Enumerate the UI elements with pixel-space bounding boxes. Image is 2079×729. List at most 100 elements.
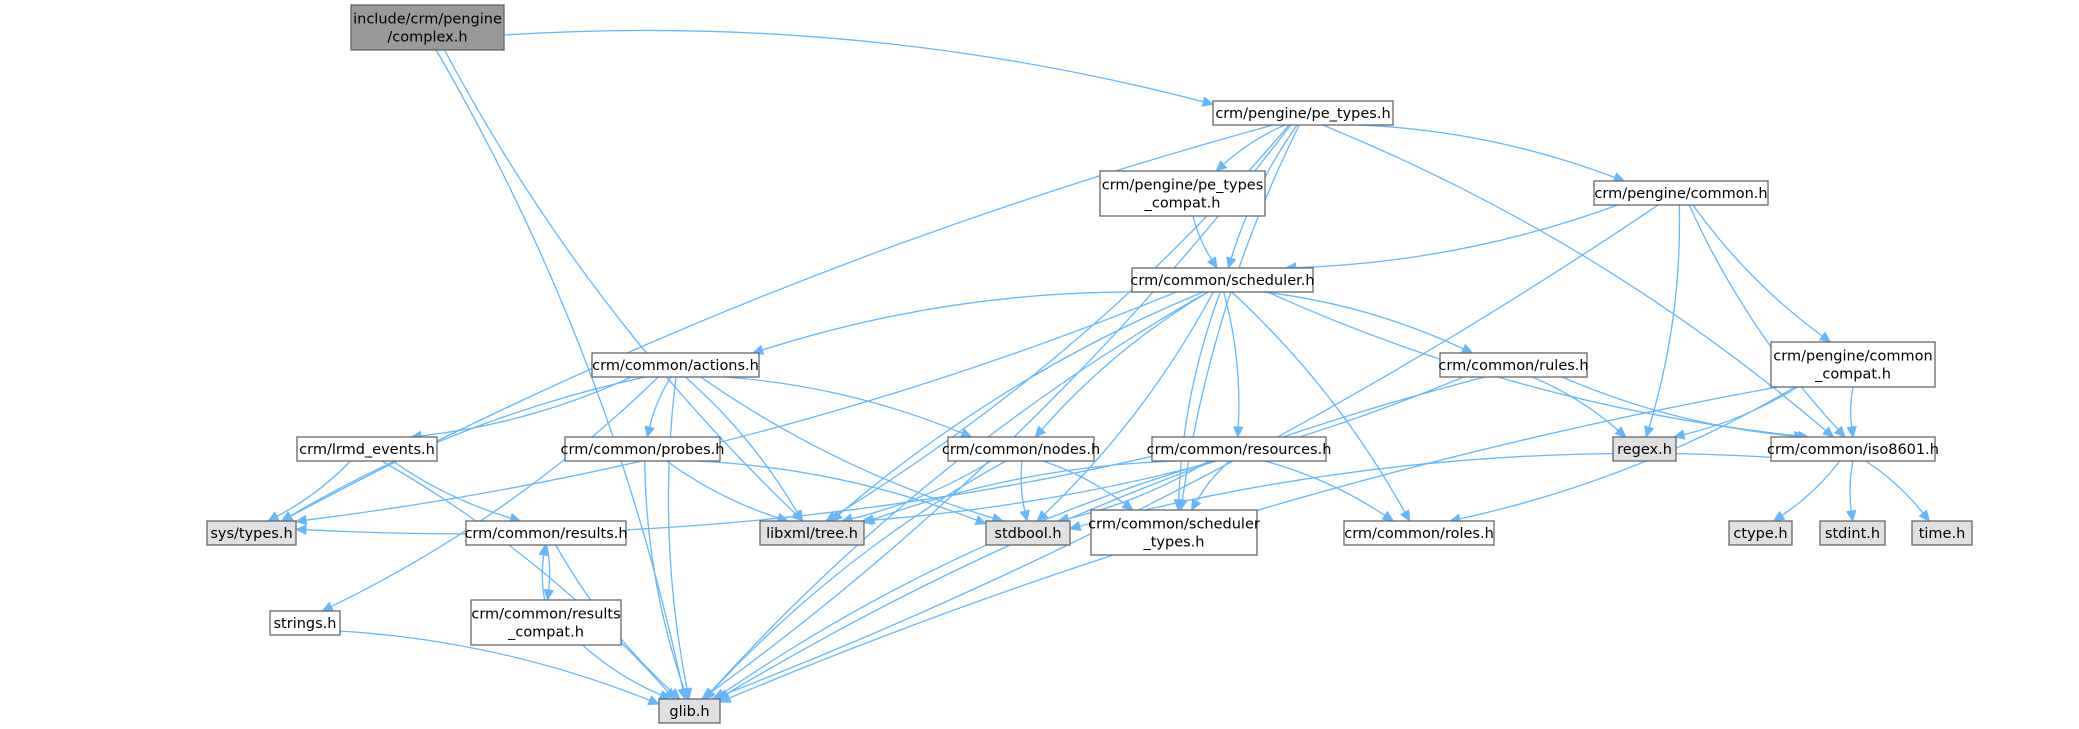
node-label: sys/types.h bbox=[210, 526, 292, 542]
edge-results_h-to-results_compat_h bbox=[543, 544, 555, 602]
edge-iso8601_h-to-ctype_h bbox=[1772, 460, 1841, 522]
node-label: crm/pengine/pe_types bbox=[1102, 178, 1264, 194]
edge-pe_types_h-to-pengine_common_h bbox=[1359, 124, 1626, 183]
node-label: crm/common/rules.h bbox=[1438, 358, 1588, 374]
node-ctype-h[interactable]: ctype.h bbox=[1728, 520, 1793, 546]
edge-scheduler_h-to-glib_h bbox=[703, 291, 1209, 700]
edge-strings_h-to-glib_h bbox=[339, 630, 661, 706]
node-rules-h[interactable]: crm/common/rules.h bbox=[1438, 352, 1589, 378]
node-results-h[interactable]: crm/common/results.h bbox=[464, 520, 628, 546]
edge-resources_h-to-glib_h bbox=[713, 460, 1214, 700]
edge-resources_h-to-roles_h bbox=[1264, 460, 1395, 522]
edge-nodes_h-to-scheduler_types_h bbox=[1042, 460, 1134, 511]
node-label: ctype.h bbox=[1733, 526, 1787, 542]
edge-lrmd_events_h-to-results_h bbox=[392, 460, 522, 523]
node-label: _types.h bbox=[1143, 535, 1205, 551]
edge-scheduler_h-to-roles_h bbox=[1231, 291, 1411, 523]
node-scheduler-h[interactable]: crm/common/scheduler.h bbox=[1130, 267, 1315, 293]
node-stdbool-h[interactable]: stdbool.h bbox=[985, 520, 1071, 546]
node-label: crm/common/nodes.h bbox=[942, 442, 1100, 458]
edge-resources_h-to-libxml_tree_h bbox=[862, 460, 1179, 525]
node-label: crm/common/results bbox=[471, 607, 620, 623]
edge-probes_h-to-stdbool_h bbox=[697, 460, 988, 525]
edge-resources_h-to-scheduler_types_h bbox=[1190, 460, 1231, 512]
node-label: _compat.h bbox=[1814, 367, 1891, 383]
node-label: stdbool.h bbox=[994, 526, 1061, 542]
node-glib-h[interactable]: glib.h bbox=[658, 698, 721, 724]
node-iso8601-h[interactable]: crm/common/iso8601.h bbox=[1767, 436, 1939, 462]
node-label: crm/pengine/common bbox=[1773, 349, 1932, 365]
edge-iso8601_h-to-time_h bbox=[1865, 460, 1931, 522]
node-scheduler-types-h[interactable]: crm/common/scheduler _types.h bbox=[1088, 509, 1260, 556]
edge-rules_h-to-regex_h bbox=[1531, 376, 1627, 438]
edge-nodes_h-to-stdbool_h bbox=[1019, 460, 1030, 523]
edge-pengine_common_compat_h-to-iso8601_h bbox=[1846, 386, 1857, 439]
node-label: _compat.h bbox=[507, 625, 584, 641]
edge-resources_h-to-sys_types_h bbox=[294, 455, 1153, 535]
edge-scheduler_h-to-sys_types_h bbox=[294, 291, 1177, 526]
node-label: /complex.h bbox=[387, 30, 467, 46]
node-label: stdint.h bbox=[1825, 526, 1880, 542]
node-label: include/crm/pengine bbox=[353, 12, 502, 28]
node-label: crm/pengine/pe_types.h bbox=[1215, 106, 1390, 122]
node-pe-types-compat-h[interactable]: crm/pengine/pe_types _compat.h bbox=[1099, 170, 1266, 217]
edge-scheduler_h-to-resources_h bbox=[1223, 291, 1244, 439]
node-regex-h[interactable]: regex.h bbox=[1612, 436, 1677, 462]
node-resources-h[interactable]: crm/common/resources.h bbox=[1147, 436, 1332, 462]
node-label: regex.h bbox=[1617, 442, 1672, 458]
node-label: libxml/tree.h bbox=[766, 526, 858, 542]
node-strings-h[interactable]: strings.h bbox=[269, 610, 341, 636]
edge-pengine_common_h-to-regex_h bbox=[1644, 204, 1681, 439]
node-complex-h[interactable]: include/crm/pengine/complex.h bbox=[350, 4, 505, 51]
node-lrmd-events-h[interactable]: crm/lrmd_events.h bbox=[296, 436, 438, 462]
node-roles-h[interactable]: crm/common/roles.h bbox=[1343, 520, 1495, 546]
edge-pengine_common_compat_h-to-regex_h bbox=[1672, 386, 1798, 440]
node-label: crm/pengine/common.h bbox=[1594, 186, 1767, 202]
node-pe-types-h[interactable]: crm/pengine/pe_types.h bbox=[1212, 100, 1394, 126]
edge-pe_types_h-to-iso8601_h bbox=[1322, 124, 1835, 438]
node-label: crm/common/scheduler.h bbox=[1130, 273, 1314, 289]
edge-pengine_common_h-to-scheduler_h bbox=[1284, 204, 1619, 273]
node-libxml-tree-h[interactable]: libxml/tree.h bbox=[759, 520, 865, 546]
edge-scheduler_h-to-actions_h bbox=[751, 291, 1146, 355]
node-probes-h[interactable]: crm/common/probes.h bbox=[561, 436, 725, 462]
node-label: crm/lrmd_events.h bbox=[299, 442, 435, 458]
edge-scheduler_h-to-libxml_tree_h bbox=[830, 291, 1204, 522]
node-pengine-common-compat-h[interactable]: crm/pengine/common _compat.h bbox=[1770, 341, 1936, 388]
node-pengine-common-h[interactable]: crm/pengine/common.h bbox=[1593, 180, 1769, 206]
edge-nodes_h-to-glib_h bbox=[703, 460, 1007, 700]
header-nodes: include/crm/pengine/complex.h crm/pengine… bbox=[206, 4, 1973, 724]
node-stdint-h[interactable]: stdint.h bbox=[1819, 520, 1886, 546]
node-time-h[interactable]: time.h bbox=[1911, 520, 1973, 546]
edge-pengine_common_h-to-iso8601_h bbox=[1688, 204, 1846, 438]
node-label: crm/common/scheduler bbox=[1088, 517, 1260, 533]
edge-pengine_common_h-to-pengine_common_compat_h bbox=[1692, 204, 1832, 343]
node-label: crm/common/iso8601.h bbox=[1767, 442, 1939, 458]
edge-actions_h-to-nodes_h bbox=[724, 376, 973, 438]
edge-complex_h-to-pe_types_h bbox=[503, 29, 1215, 107]
edge-pe_types_compat_h-to-scheduler_h bbox=[1192, 215, 1218, 270]
edge-actions_h-to-strings_h bbox=[321, 376, 659, 612]
node-sys-types-h[interactable]: sys/types.h bbox=[206, 520, 297, 546]
node-label: crm/common/actions.h bbox=[592, 358, 759, 374]
node-actions-h[interactable]: crm/common/actions.h bbox=[591, 352, 760, 378]
node-label: glib.h bbox=[669, 704, 709, 720]
edge-actions_h-to-probes_h bbox=[644, 376, 672, 439]
node-label: crm/common/roles.h bbox=[1344, 526, 1494, 542]
edge-results_compat_h-to-results_h bbox=[538, 543, 549, 601]
node-label: time.h bbox=[1919, 526, 1966, 542]
node-results-compat-h[interactable]: crm/common/results _compat.h bbox=[470, 599, 622, 646]
edge-scheduler_h-to-stdbool_h bbox=[1036, 291, 1214, 522]
node-label: strings.h bbox=[274, 616, 337, 632]
node-label: crm/common/resources.h bbox=[1147, 442, 1332, 458]
node-nodes-h[interactable]: crm/common/nodes.h bbox=[942, 436, 1100, 462]
edge-scheduler_h-to-nodes_h bbox=[1034, 291, 1209, 438]
edge-iso8601_h-to-stdint_h bbox=[1845, 460, 1857, 523]
node-label: crm/common/results.h bbox=[464, 526, 627, 542]
node-label: _compat.h bbox=[1144, 196, 1221, 212]
edge-probes_h-to-glib_h bbox=[644, 460, 689, 701]
node-label: crm/common/probes.h bbox=[561, 442, 725, 458]
edge-pe_types_h-to-pe_types_compat_h bbox=[1215, 124, 1286, 172]
edge-lrmd_events_h-to-glib_h bbox=[381, 460, 676, 700]
